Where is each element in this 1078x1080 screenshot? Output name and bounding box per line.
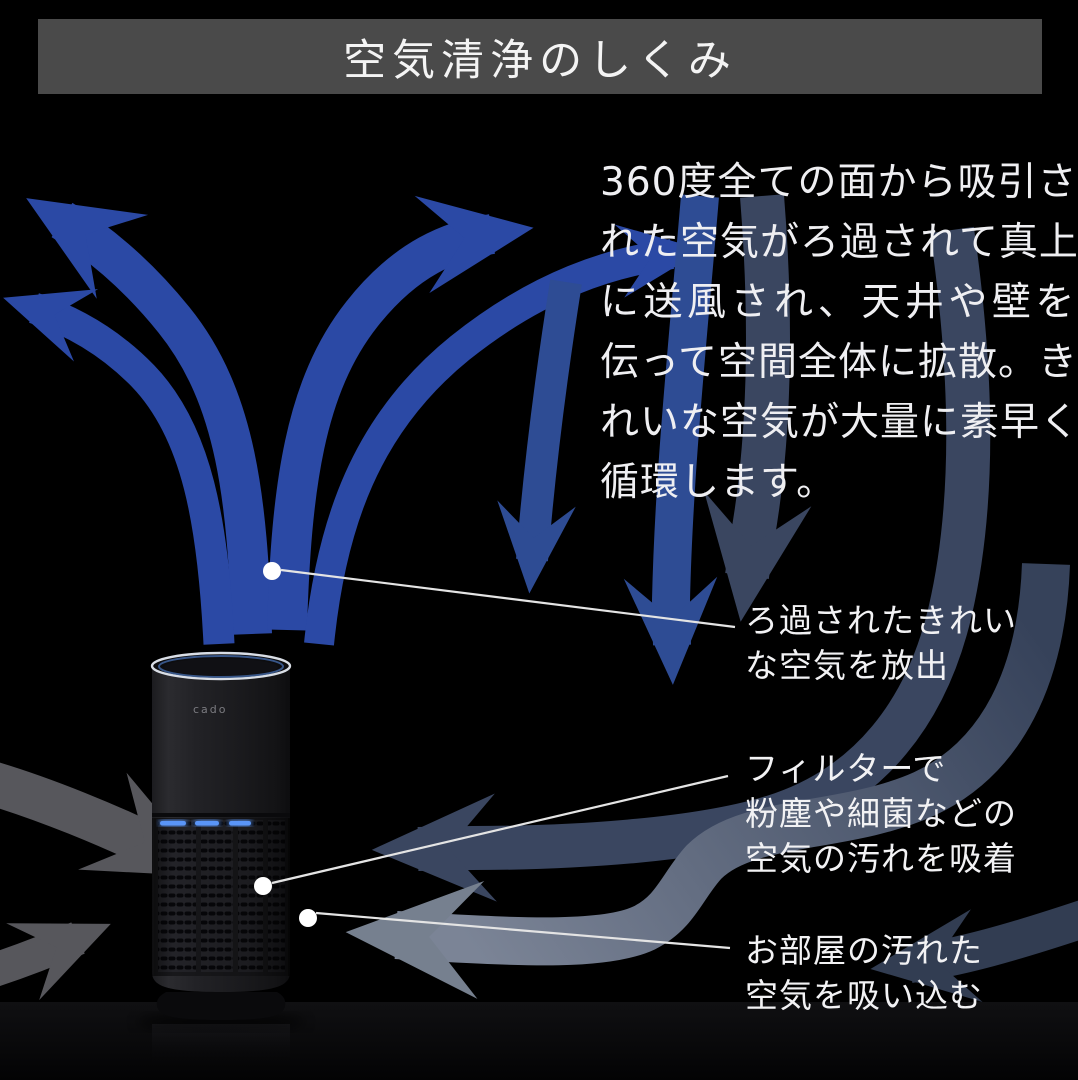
device-top-rim [150,651,292,681]
callout-line-text: 粉塵や細菌などの [745,794,1017,833]
callout-dot [254,877,272,895]
air-purifier-device: cado [137,651,305,1072]
clean-air-down-arrows [497,194,719,685]
led-dash [229,821,251,826]
callout-line-text: フィルターで [745,749,947,788]
callout-dirty-air-intake: お部屋の汚れた 空気を吸い込む [745,928,983,1018]
callout-dot [299,909,317,927]
callout-line-text: 空気を吸い込む [745,976,983,1015]
callout-line-text: な空気を放出 [745,646,949,685]
page-title: 空気清浄のしくみ [343,35,737,86]
device-logo: cado [193,703,228,716]
up-arrow-right-outer [304,224,704,646]
clean-air-up-arrows [3,195,704,646]
wall-return-arrow-upper [371,226,991,902]
device-seam [152,813,290,817]
callout-dot [263,562,281,580]
device-reflection [152,1024,290,1072]
title-banner: 空気清浄のしくみ [38,19,1042,94]
circulation-arrows [345,194,1078,1003]
top-rim-glow [158,655,284,678]
description-line: 循環します。 [600,460,837,505]
description-text: 360度全ての面から吸引さ れた空気がろ過されて真上 に送風され、天井や壁を 伝… [600,153,1078,513]
callout-filter-adsorption: フィルターで 粉塵や細菌などの 空気の汚れを吸着 [745,746,1017,881]
down-arrow-blue-right [623,194,719,685]
led-dash [195,821,219,826]
led-dash [160,821,186,826]
description-line: に送風され、天井や壁を [600,280,1078,325]
grille-shade [152,818,290,976]
device-base [156,992,286,1020]
intake-arrow-right [870,900,1078,1003]
callout-line-text: 空気の汚れを吸着 [745,839,1017,878]
callout-line-text: お部屋の汚れた [745,931,983,970]
up-arrow-right-inner [267,195,534,631]
callout-line [280,568,736,629]
description-line: れた空気がろ過されて真上 [600,220,1078,265]
callout-leaders [271,568,736,950]
description-line: 360度全ての面から吸引さ [600,160,1078,205]
intake-arrow-left-upper [0,762,214,877]
led-indicator [159,820,252,826]
callout-line [271,774,729,885]
callout-clean-air-release: ろ過されたきれい な空気を放出 [745,598,1017,688]
intake-arrows [0,762,214,1001]
description-line: れいな空気が大量に素早く [600,400,1078,445]
down-arrow-blue-left [497,279,582,594]
filter-grille [152,818,290,976]
up-arrow-left-inner [3,289,235,645]
down-arrow-slate [704,194,812,622]
callout-line [315,911,731,950]
callout-line-text: ろ過されたきれい [745,601,1017,640]
callout-dots [254,562,317,927]
top-opening [164,658,278,676]
description-line: 伝って空間全体に拡散。き [600,340,1078,385]
up-arrow-left-outer [26,198,272,635]
wall-return-arrow-lower [345,563,1070,999]
intake-arrow-left-lower [0,922,111,1001]
